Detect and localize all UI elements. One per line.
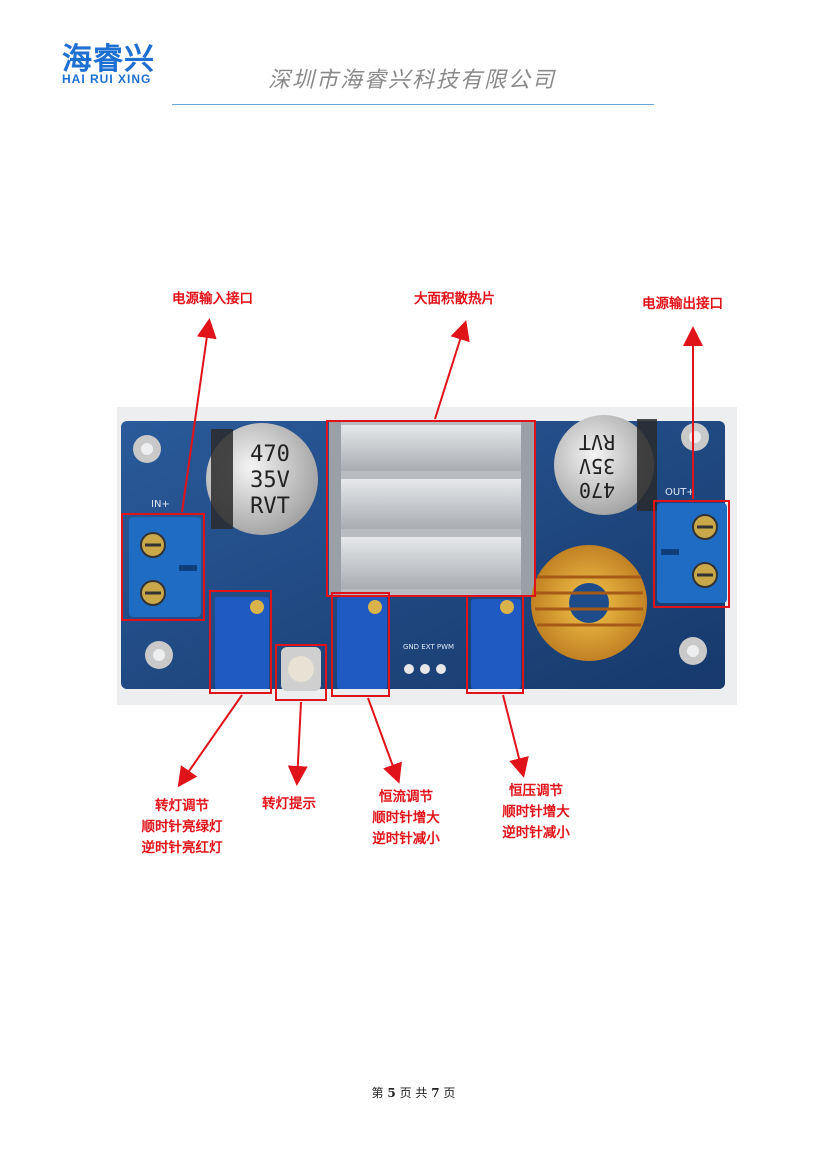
label-cc-adjust: 恒流调节 顺时针增大 逆时针减小 bbox=[372, 789, 440, 847]
pot-lamp bbox=[215, 597, 269, 689]
arrow-cc-adjust bbox=[367, 697, 402, 784]
svg-text:RVT: RVT bbox=[250, 494, 290, 519]
capacitor-right: 470 35V RVT bbox=[554, 415, 657, 515]
status-led bbox=[281, 647, 321, 691]
label-cv-adjust: 恒压调节 顺时针增大 逆时针减小 bbox=[502, 783, 570, 841]
label-power-output: 电源输出接口 bbox=[642, 296, 723, 312]
capacitor-left: 470 35V RVT bbox=[206, 423, 318, 535]
svg-text:GND EXT PWM: GND EXT PWM bbox=[403, 643, 454, 651]
mount-hole-tl bbox=[133, 435, 161, 463]
company-name: 深圳市海睿兴科技有限公司 bbox=[268, 68, 557, 93]
svg-text:IN+: IN+ bbox=[151, 499, 170, 510]
page-total: 7 bbox=[431, 1086, 440, 1100]
pin-header bbox=[404, 664, 446, 674]
heatsink bbox=[329, 421, 535, 597]
label-power-input: 电源输入接口 bbox=[172, 291, 253, 307]
output-terminal-block bbox=[657, 503, 727, 603]
label-heatsink: 大面积散热片 bbox=[414, 291, 495, 307]
pot-cc bbox=[337, 597, 387, 689]
toroid-inductor bbox=[531, 545, 647, 661]
page-footer: 第 5 页 共 7 页 bbox=[371, 1086, 456, 1100]
pot-cv bbox=[471, 599, 521, 689]
arrow-lamp-adjust bbox=[177, 694, 243, 788]
input-terminal-block bbox=[129, 517, 201, 617]
mount-hole-br bbox=[679, 637, 707, 665]
svg-text:RVT: RVT bbox=[579, 430, 615, 454]
mount-hole-tr bbox=[681, 423, 709, 451]
company-logo-en: HAI RUI XING bbox=[62, 72, 152, 86]
pcb-board-photo: 470 35V RVT 470 35V RVT IN+ bbox=[117, 407, 737, 705]
page-number: 5 bbox=[387, 1086, 396, 1100]
svg-text:35V: 35V bbox=[250, 468, 290, 493]
label-lamp-hint: 转灯提示 bbox=[262, 796, 316, 812]
svg-text:470: 470 bbox=[250, 442, 290, 467]
mount-hole-bl bbox=[145, 641, 173, 669]
arrow-cv-adjust bbox=[502, 694, 529, 778]
svg-text:470: 470 bbox=[579, 478, 615, 502]
header-divider bbox=[172, 104, 654, 105]
company-logo-cn: 海睿兴 bbox=[62, 42, 155, 77]
label-lamp-adjust: 转灯调节 顺时针亮绿灯 逆时针亮红灯 bbox=[141, 798, 223, 856]
arrow-heatsink bbox=[434, 320, 470, 420]
svg-text:OUT+: OUT+ bbox=[665, 487, 695, 498]
svg-text:35V: 35V bbox=[579, 454, 615, 478]
arrow-lamp-hint bbox=[287, 701, 308, 786]
